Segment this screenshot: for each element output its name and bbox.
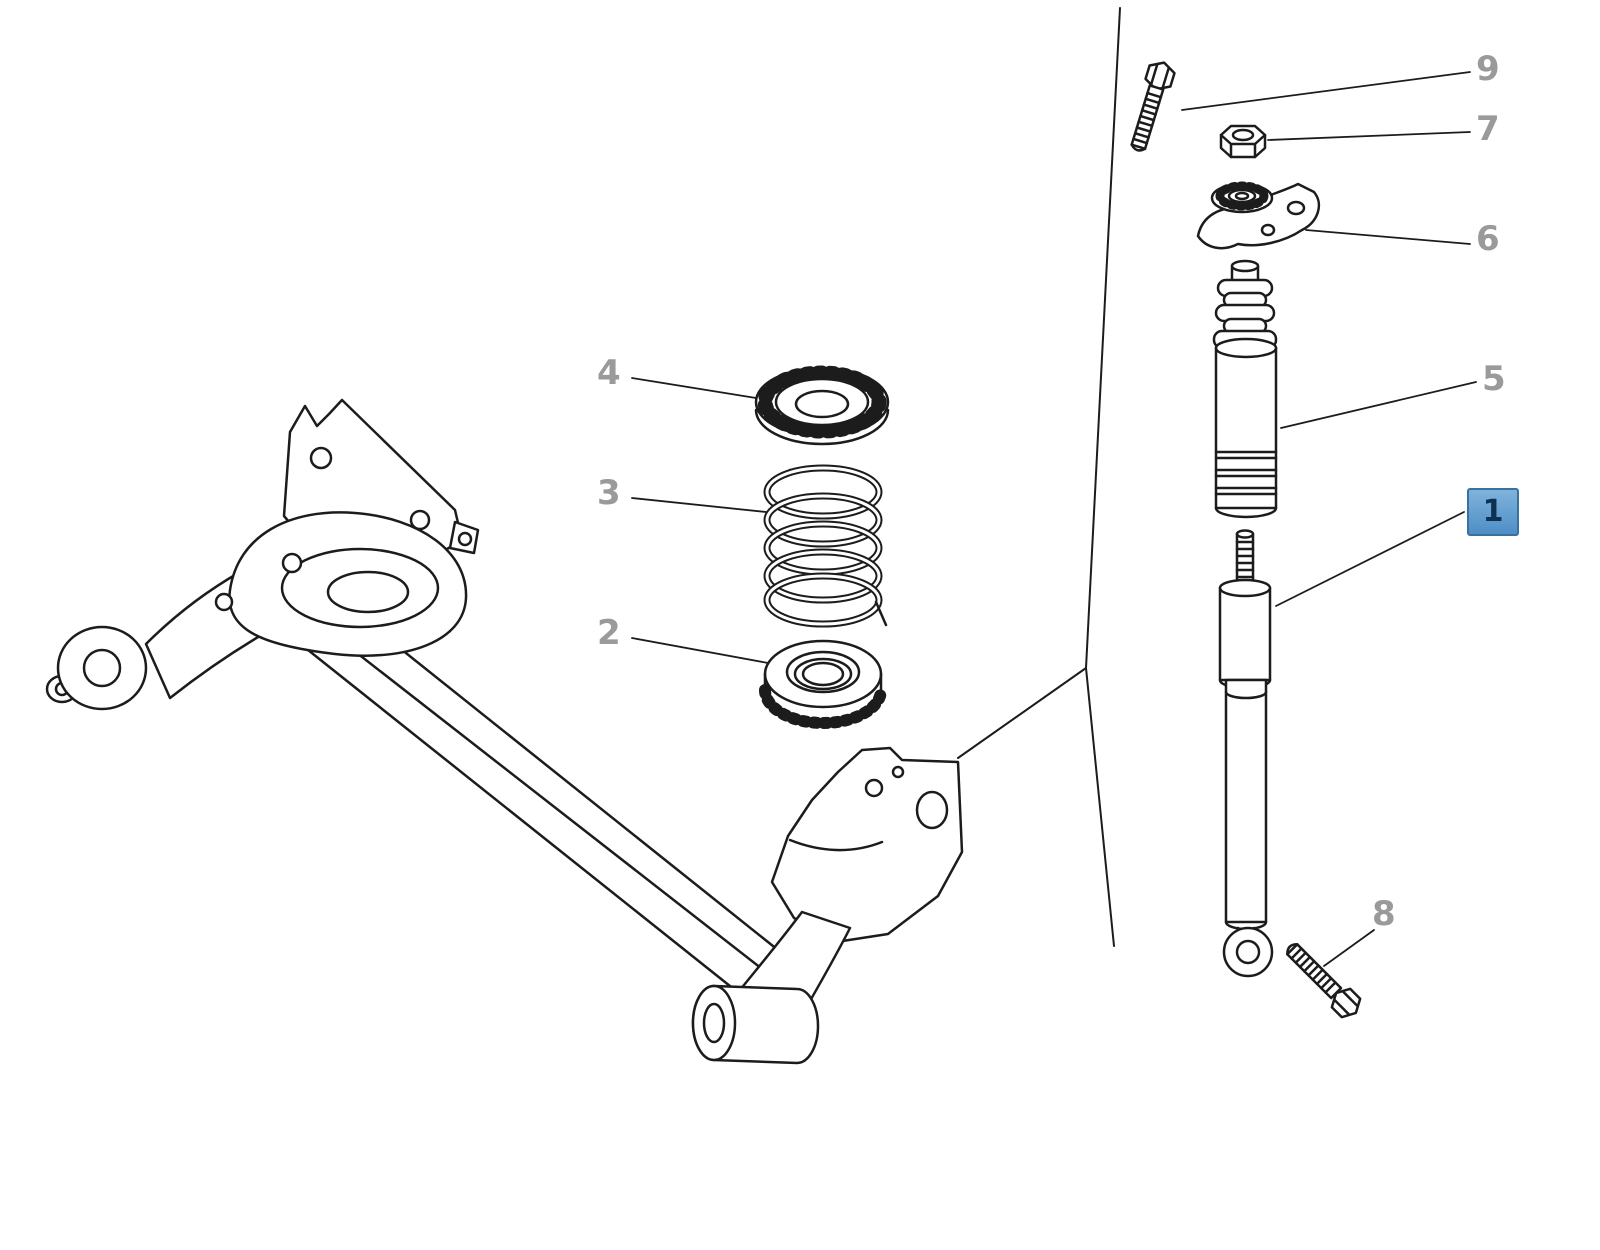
axle-beam-drawing: [45, 398, 964, 1065]
leader-lines: [631, 71, 1477, 967]
callout-9: 9: [1476, 49, 1500, 89]
callout-4: 4: [597, 353, 621, 393]
upper-shock-mount-drawing: [1196, 181, 1321, 250]
bump-stop-drawing: [1212, 259, 1278, 519]
lower-spring-seat-drawing: [759, 639, 887, 729]
callout-6: 6: [1476, 219, 1500, 259]
callout-5: 5: [1482, 359, 1506, 399]
callout-1-highlighted[interactable]: 1: [1467, 488, 1519, 536]
lower-shock-bolt-drawing: [1286, 943, 1362, 1019]
coil-spring-drawing: [763, 464, 888, 628]
upper-mount-bolt-drawing: [1130, 61, 1176, 152]
shock-absorber-drawing: [1218, 529, 1274, 978]
callout-7: 7: [1476, 109, 1500, 149]
callout-3: 3: [597, 473, 621, 513]
callout-2: 2: [597, 613, 621, 653]
callout-8: 8: [1372, 894, 1396, 934]
group-brace-line: [957, 7, 1121, 947]
upper-spring-mount-drawing: [754, 365, 890, 446]
nut-drawing: [1219, 124, 1267, 159]
